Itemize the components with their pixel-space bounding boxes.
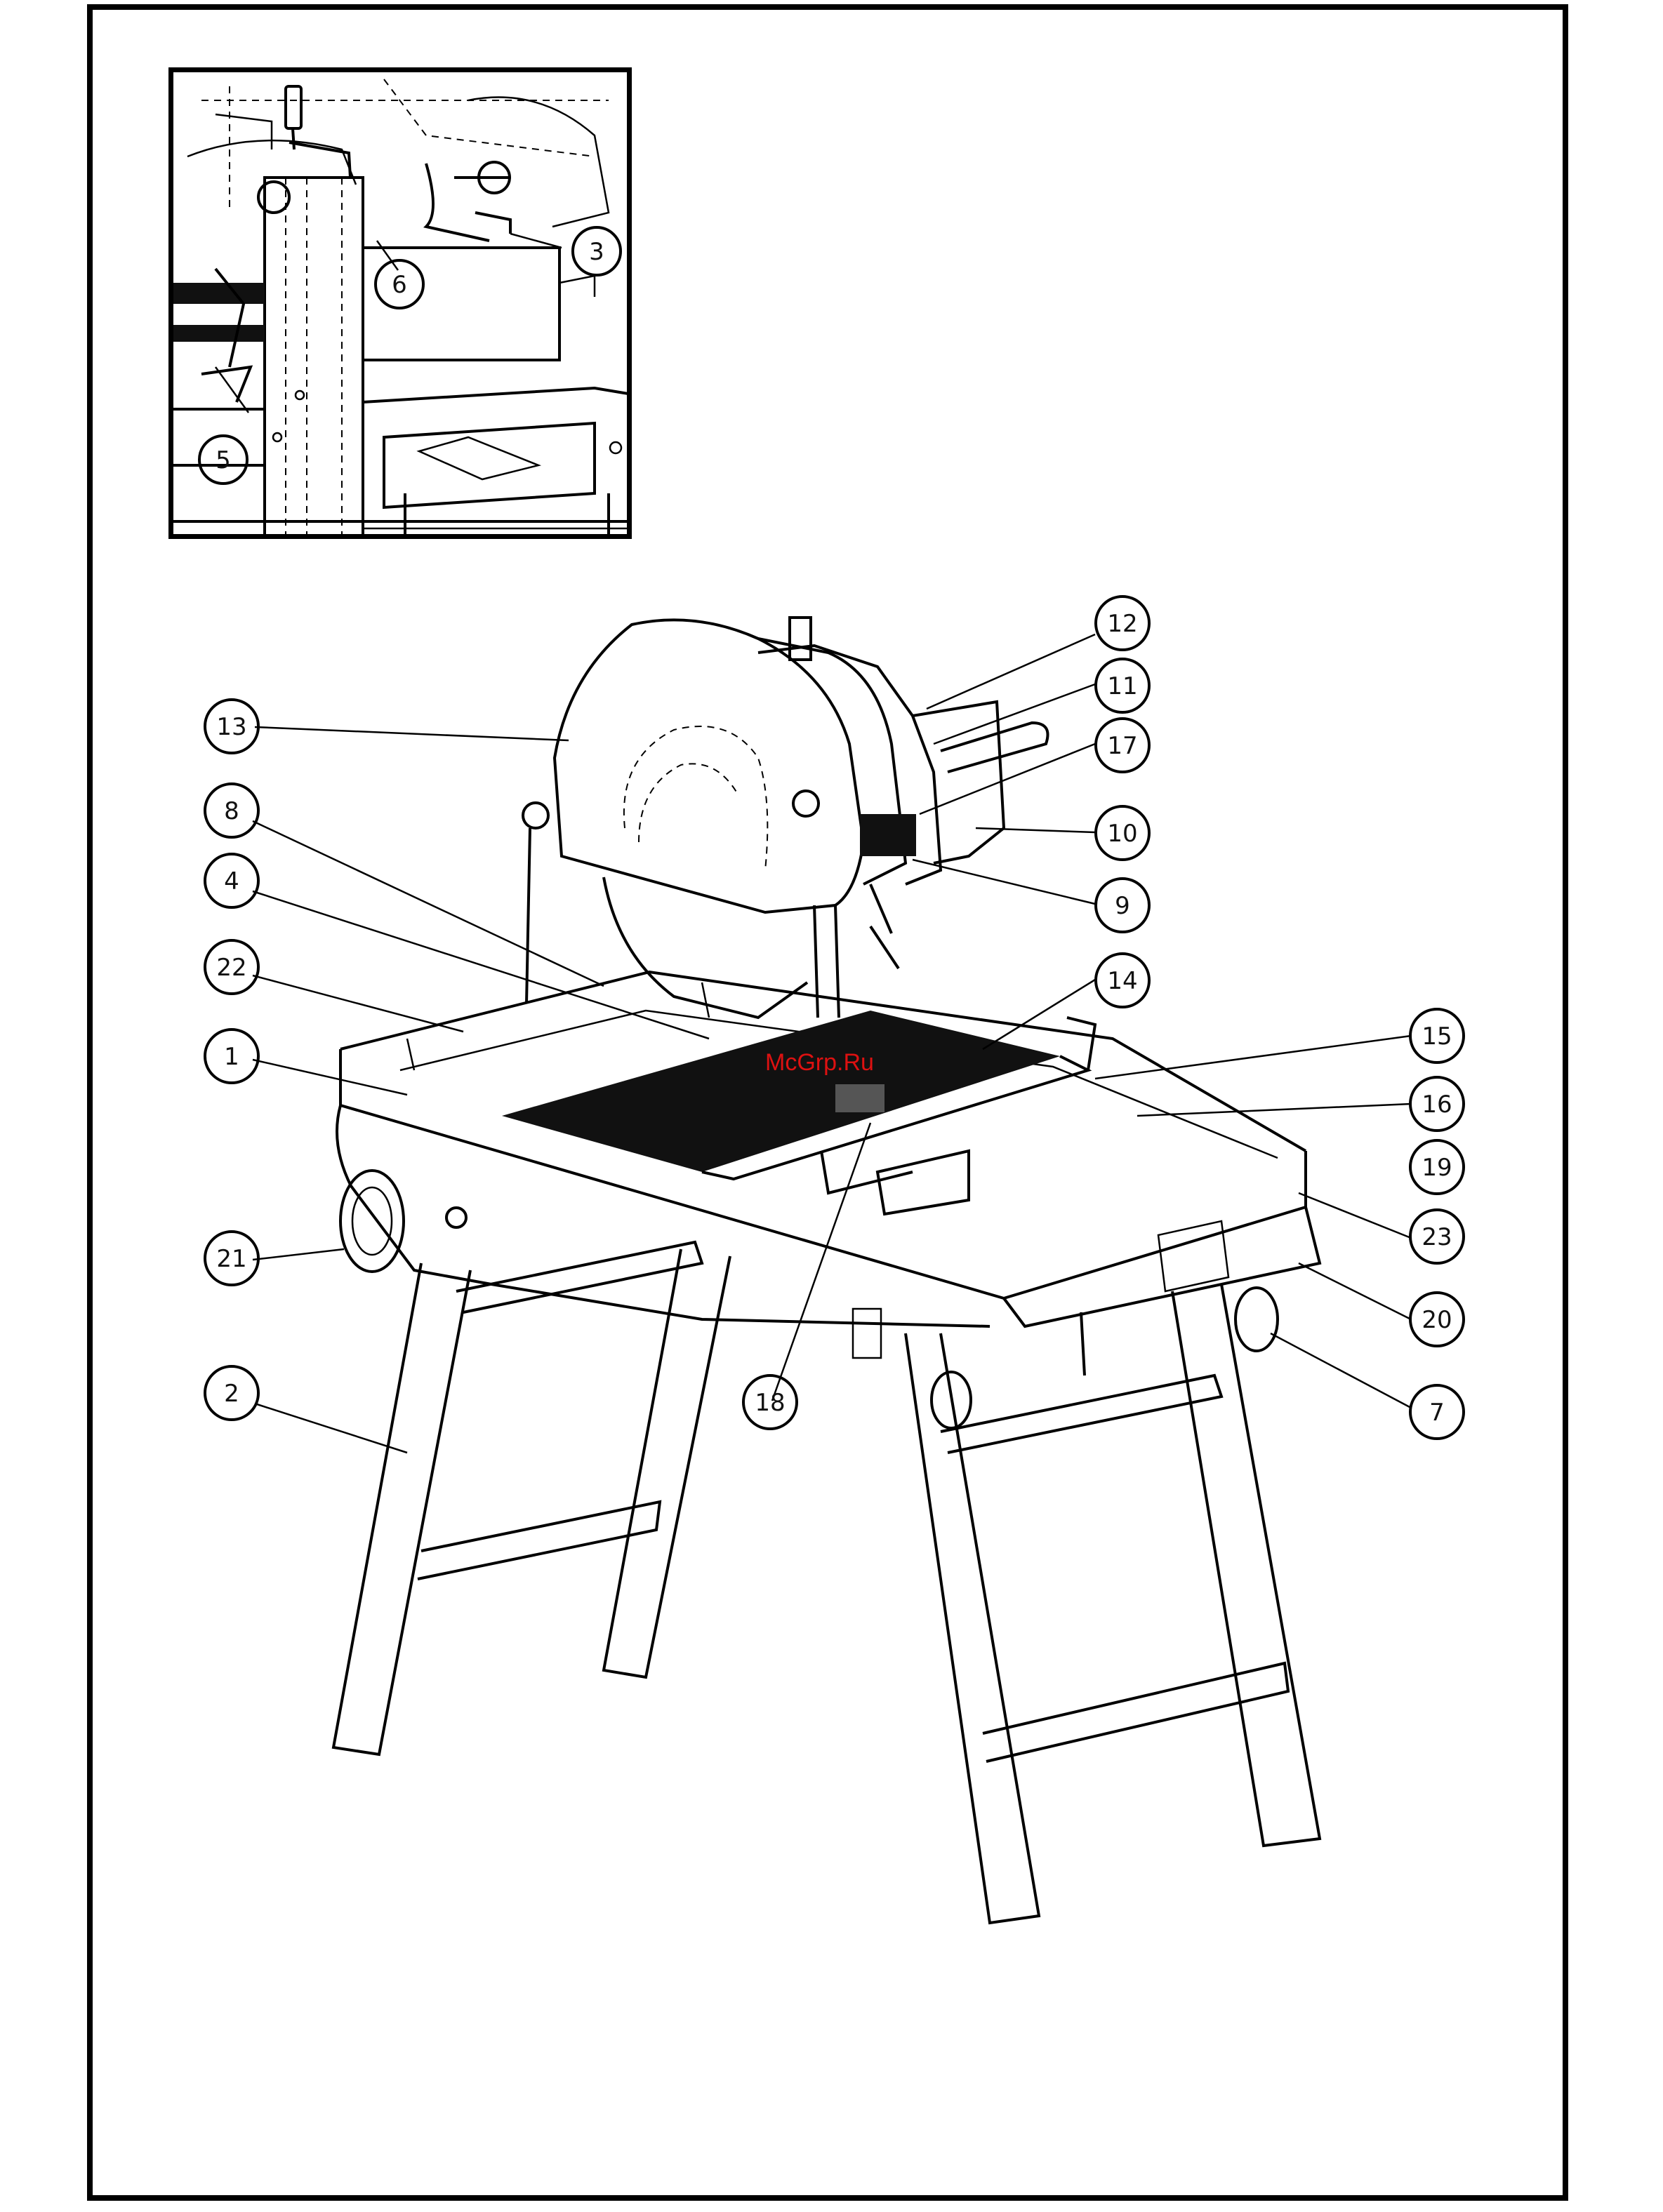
callout-8: 8	[205, 784, 258, 837]
callout-21: 21	[205, 1232, 258, 1285]
callout-13: 13	[205, 700, 258, 753]
svg-text:16: 16	[1422, 1091, 1452, 1119]
svg-text:2: 2	[224, 1380, 239, 1408]
callout-11: 11	[1096, 659, 1149, 712]
svg-text:15: 15	[1422, 1022, 1452, 1051]
callout-19: 19	[1410, 1140, 1464, 1194]
callout-23: 23	[1410, 1210, 1464, 1263]
svg-text:21: 21	[216, 1245, 246, 1273]
svg-text:12: 12	[1107, 610, 1137, 638]
callout-17: 17	[1096, 719, 1149, 772]
blade-guard	[555, 620, 906, 912]
svg-text:4: 4	[224, 867, 239, 895]
callout-7: 7	[1410, 1385, 1464, 1439]
callout-22: 22	[205, 940, 258, 994]
callout-4: 4	[205, 854, 258, 907]
callout-18: 18	[743, 1375, 797, 1429]
stand-legs	[333, 1242, 1320, 1923]
svg-text:13: 13	[216, 713, 246, 741]
callout-14: 14	[1096, 954, 1149, 1007]
cutting-cart	[502, 1011, 1060, 1172]
callout-20: 20	[1410, 1293, 1464, 1346]
callout-15: 15	[1410, 1009, 1464, 1062]
svg-text:1: 1	[224, 1043, 239, 1071]
svg-text:20: 20	[1422, 1306, 1452, 1334]
callout-16: 16	[1410, 1077, 1464, 1131]
callout-10: 10	[1096, 806, 1149, 860]
svg-text:22: 22	[216, 954, 246, 982]
svg-text:11: 11	[1107, 672, 1137, 700]
callout-2: 2	[205, 1366, 258, 1420]
callout-9: 9	[1096, 879, 1149, 932]
svg-text:7: 7	[1429, 1399, 1445, 1427]
callout-1: 1	[205, 1030, 258, 1083]
svg-text:9: 9	[1115, 892, 1130, 920]
svg-text:18: 18	[755, 1389, 785, 1417]
svg-text:19: 19	[1422, 1154, 1452, 1182]
callout-12: 12	[1096, 597, 1149, 650]
svg-text:17: 17	[1107, 732, 1137, 760]
svg-text:10: 10	[1107, 820, 1137, 848]
svg-text:8: 8	[224, 797, 239, 825]
svg-text:14: 14	[1107, 967, 1137, 995]
watermark: McGrp.Ru	[765, 1049, 874, 1076]
svg-text:23: 23	[1422, 1223, 1452, 1251]
